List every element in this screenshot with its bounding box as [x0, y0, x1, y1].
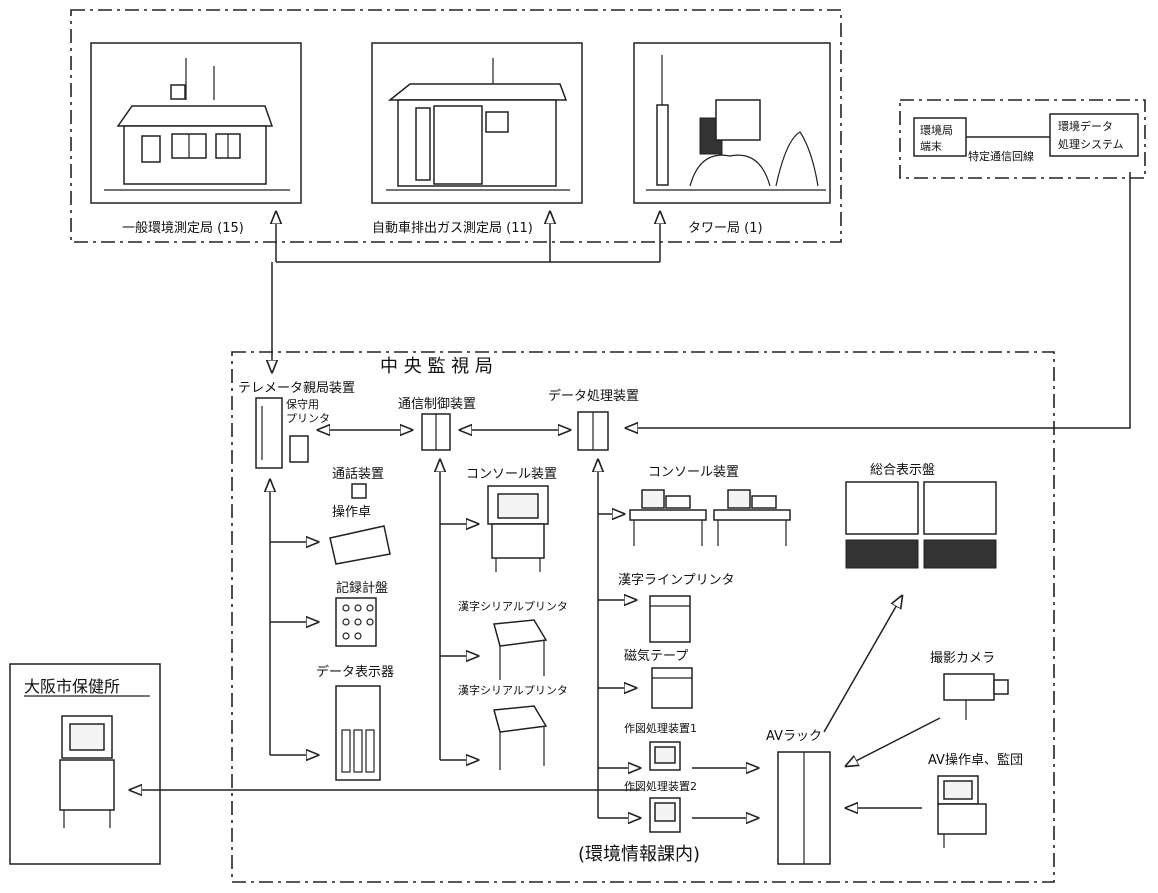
- central-title: 中 央 監 視 局: [380, 356, 493, 377]
- env-system-label-line1: 環境データ: [1058, 119, 1113, 133]
- health-center-group: 大阪市保健所: [9, 663, 161, 865]
- recorder-panel-label: 記録計盤: [336, 580, 388, 596]
- maint-printer-label-line2: プリンタ: [286, 412, 330, 425]
- magnetic-tape-label: 磁気テープ: [624, 648, 688, 664]
- camera-label: 撮影カメラ: [930, 650, 995, 666]
- roadside-station-label: 自動車排出ガス測定局 (11): [372, 221, 533, 236]
- general-display-panel-icon: [845, 481, 997, 569]
- console-2-desk-icon: [629, 489, 791, 546]
- data-processor-icon: [577, 411, 609, 451]
- graphics-2-label: 作図処理装置2: [624, 780, 697, 793]
- operation-desk-label: 操作卓: [332, 504, 371, 520]
- camera-to-av-arrow: [846, 717, 941, 766]
- health-center-terminal-icon: [59, 715, 115, 828]
- operation-desk-icon: [329, 525, 391, 565]
- health-center-label: 大阪市保健所: [24, 677, 120, 696]
- console-2-label: コンソール装置: [648, 465, 739, 480]
- graphics-2-terminal-icon: [649, 797, 681, 833]
- central-boundary: [231, 351, 1055, 883]
- telemeter-label: テレメータ親局装置: [238, 381, 355, 396]
- av-desk-label: AV操作卓、監団: [928, 752, 1023, 768]
- graphics-1-terminal-icon: [649, 741, 681, 771]
- env-terminal-label-line1: 環境局: [920, 123, 953, 137]
- av-rack-cabinet-icon: [777, 751, 831, 865]
- console-1-workstation-icon: [487, 485, 549, 572]
- camera-icon: [943, 673, 1009, 720]
- comm-control-label: 通信制御装置: [398, 397, 476, 412]
- data-display-cabinet-icon: [335, 685, 381, 781]
- serial-printer-1-label: 漢字シリアルプリンタ: [458, 599, 568, 613]
- env-system-link-line: [626, 172, 1131, 428]
- serial-printer-2-icon: [493, 705, 548, 770]
- tower-station-panel: [633, 42, 831, 204]
- line-printer-icon: [649, 595, 691, 643]
- av-rack-label: AVラック: [766, 729, 822, 744]
- telemeter-rack-icon: [255, 397, 283, 469]
- monitoring-stations-group: 一般環境測定局 (15) 自動車排出ガス測定局 (11): [70, 9, 842, 262]
- magnetic-tape-icon: [651, 667, 693, 709]
- env-terminal-label-line2: 端末: [920, 139, 942, 153]
- av-to-display-arrow: [823, 596, 902, 733]
- av-desk-icon: [937, 775, 987, 848]
- maint-printer-icon: [289, 435, 309, 463]
- comm-control-icon: [421, 413, 451, 451]
- data-processor-label: データ処理装置: [548, 388, 639, 404]
- line-printer-label: 漢字ラインプリンタ: [618, 573, 735, 588]
- health-center-boundary: [9, 663, 161, 865]
- general-station-building-icon: [104, 58, 290, 191]
- central-footer: (環境情報課内): [578, 844, 700, 865]
- general-display-label: 総合表示盤: [870, 463, 935, 478]
- call-device-label: 通話装置: [332, 466, 384, 482]
- recorder-panel-icon: [335, 597, 377, 647]
- graphics-1-label: 作図処理装置1: [624, 722, 697, 735]
- console-1-label: コンソール装置: [466, 467, 557, 482]
- tower-station-icon: [646, 55, 826, 191]
- roadside-station-panel: [371, 42, 583, 204]
- tower-station-label: タワー局 (1): [688, 221, 763, 236]
- dedicated-line-label: 特定通信回線: [968, 149, 1034, 163]
- serial-printer-2-label: 漢字シリアルプリンタ: [458, 683, 568, 697]
- stations-boundary: [70, 9, 842, 243]
- data-display-label: データ表示器: [316, 664, 394, 680]
- general-station-panel: [90, 42, 302, 204]
- env-system-box: [1049, 113, 1139, 157]
- roadside-station-building-icon: [386, 58, 570, 191]
- general-station-label: 一般環境測定局 (15): [122, 220, 244, 236]
- maint-printer-label-line1: 保守用: [286, 397, 319, 411]
- env-system-boundary: [899, 99, 1146, 179]
- central-station-group: 中 央 監 視 局 テレメータ親局装置 保守用 プリンタ 通信制御装置 データ処…: [231, 351, 1055, 883]
- env-system-label-line2: 処理システム: [1058, 138, 1124, 151]
- serial-printer-1-icon: [493, 619, 548, 680]
- env-data-system-group: 環境局 端末 特定通信回線 環境データ 処理システム: [626, 99, 1146, 428]
- call-device-icon: [351, 483, 367, 499]
